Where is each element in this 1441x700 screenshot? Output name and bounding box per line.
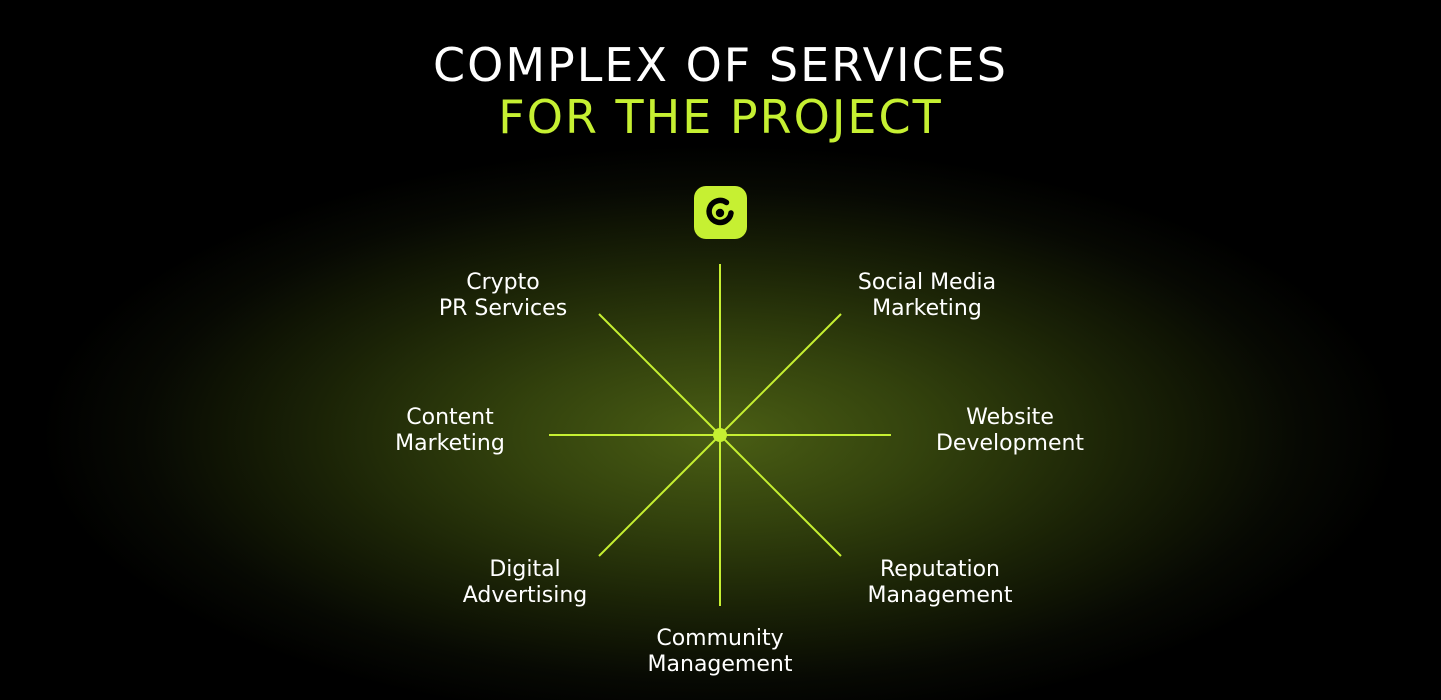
brand-logo-icon — [694, 186, 747, 239]
service-label-crypto-pr: Crypto PR Services — [439, 270, 567, 322]
service-label-line: Marketing — [395, 431, 505, 456]
service-label-line: Advertising — [462, 583, 588, 608]
title-line-1: COMPLEX OF SERVICES — [433, 38, 1008, 92]
connector-top-right — [719, 313, 842, 436]
service-label-line: Reputation — [880, 557, 1000, 582]
service-label-content-marketing: Content Marketing — [395, 405, 505, 457]
service-label-digital-advertising: Digital Advertising — [463, 557, 587, 609]
service-label-line: PR Services — [438, 296, 568, 321]
service-label-line: Development — [935, 431, 1085, 456]
service-label-line: Crypto — [466, 270, 540, 295]
service-label-line: Social Media — [857, 270, 997, 295]
connector-bottom-left — [598, 434, 721, 557]
service-label-website-development: Website Development — [936, 405, 1084, 457]
service-label-line: Community — [656, 626, 784, 651]
service-label-line: Content — [406, 405, 494, 430]
service-label-line: Marketing — [872, 296, 982, 321]
service-label-social-media: Social Media Marketing — [858, 270, 996, 322]
connector-bottom-right — [719, 434, 842, 557]
hub-node — [713, 428, 727, 442]
service-label-line: Digital — [489, 557, 561, 582]
c-ring-icon — [706, 197, 734, 226]
service-label-line: Management — [647, 652, 793, 677]
service-label-line: Website — [966, 405, 1054, 430]
title-line-2: FOR THE PROJECT — [498, 90, 943, 144]
connector-top-left — [598, 313, 721, 436]
service-label-reputation-management: Reputation Management — [868, 557, 1013, 609]
service-label-line: Management — [867, 583, 1013, 608]
service-label-community-management: Community Management — [648, 626, 793, 678]
